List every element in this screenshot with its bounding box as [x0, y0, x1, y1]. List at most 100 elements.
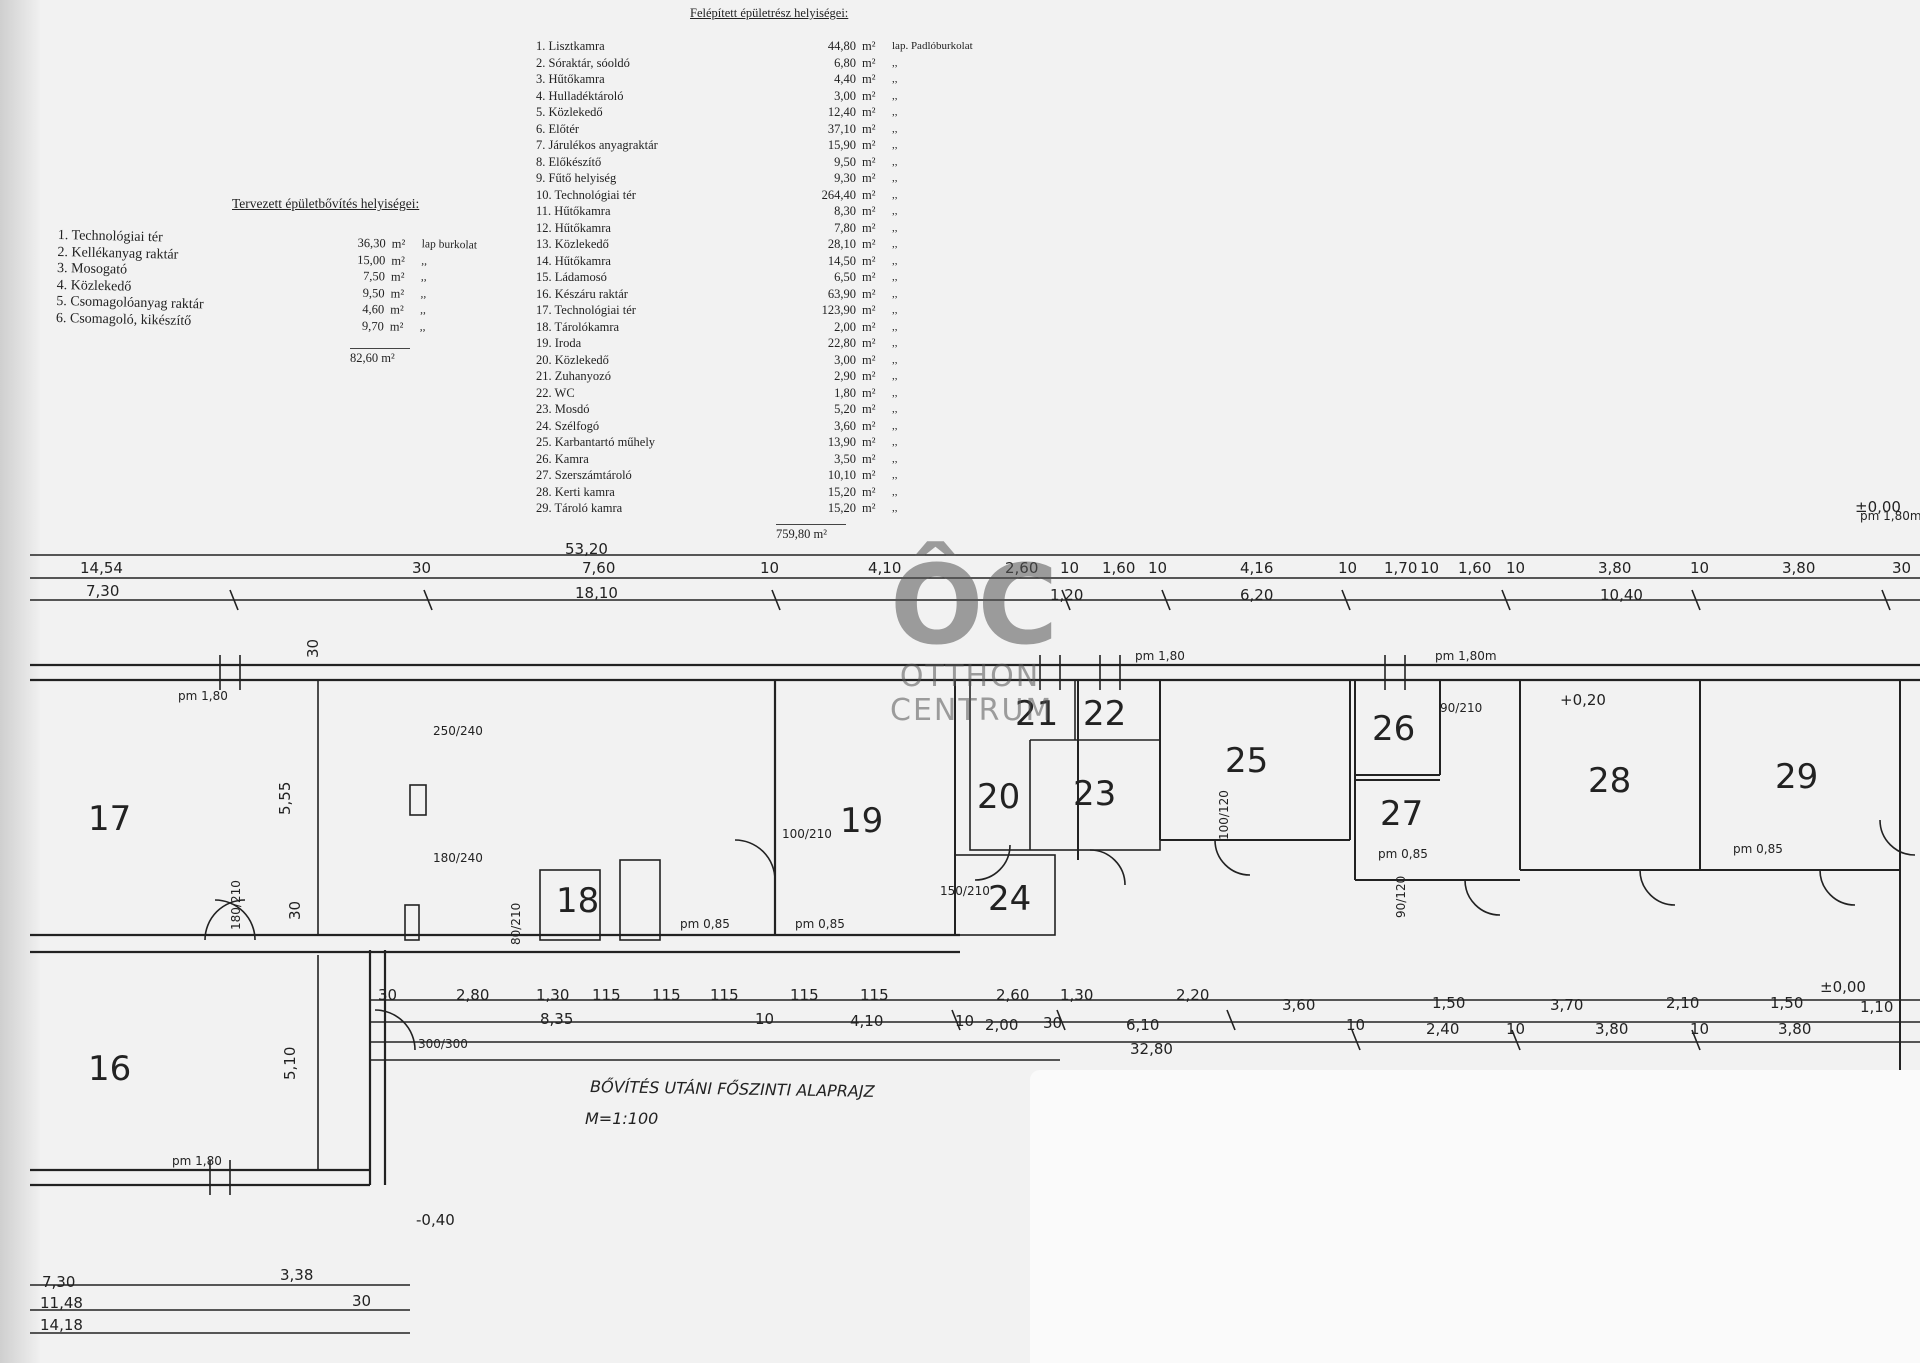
room-name: 8. Előkészítő: [536, 154, 602, 169]
room-note: ,,: [892, 485, 898, 498]
room-note: ,,: [892, 188, 898, 201]
dim: 7,60: [582, 559, 615, 577]
room-area: 9,50: [834, 154, 856, 169]
room-name: 23. Mosdó: [536, 402, 590, 416]
dim: 30: [1892, 559, 1911, 577]
parapet-label: pm 0,85: [795, 917, 845, 931]
room-note: lap. Padlóburkolat: [892, 40, 973, 52]
room-unit: m²: [862, 55, 876, 70]
room-unit: m²: [862, 435, 876, 449]
room-area: 1,80: [834, 385, 856, 400]
dim: 10: [1690, 1020, 1709, 1038]
parapet-label: pm 1,80: [178, 689, 228, 703]
room-note: ,,: [892, 73, 898, 85]
vertical-dim: 30: [304, 639, 322, 658]
room-unit: m²: [862, 253, 876, 268]
room-unit: m²: [862, 385, 876, 400]
room-area: 2,90: [834, 369, 856, 383]
dim: 1,50: [1770, 994, 1803, 1012]
dim: 4,16: [1240, 559, 1273, 577]
dim: 1,50: [1432, 994, 1465, 1012]
dim: 1,10: [1860, 998, 1893, 1016]
room-note: ,,: [892, 304, 898, 316]
room-area: 3,60: [834, 418, 856, 433]
room-note: ,,: [892, 238, 898, 250]
room-name: 10. Technológiai tér: [536, 187, 636, 202]
dim: 115: [592, 986, 621, 1004]
paper-edge: [0, 0, 40, 1363]
room-name: 26. Kamra: [536, 451, 589, 466]
room-unit: m²: [862, 105, 876, 119]
room-area: 8,30: [834, 204, 856, 218]
room-number-29: 29: [1775, 757, 1818, 797]
room-name: 21. Zuhanyozó: [536, 369, 611, 383]
door-label: 80/210: [509, 903, 523, 945]
dim: 1,70: [1384, 559, 1417, 577]
dim: 7,30: [86, 582, 119, 600]
dimension-ticks: [229, 589, 1891, 1051]
dim: 3,80: [1782, 559, 1815, 577]
room-note: ,,: [892, 436, 898, 448]
room-area: 63,90: [827, 286, 856, 301]
room-unit: m²: [862, 121, 876, 136]
dim: 10: [760, 559, 779, 577]
dim: 115: [860, 986, 889, 1004]
dim: 6,20: [1240, 586, 1273, 604]
door-label: 90/210: [1440, 701, 1482, 715]
room-area: 123,90: [821, 303, 856, 317]
room-row: 8. Előkészítő 9,50 m²,,: [536, 154, 1002, 171]
level-label: +0,20: [1560, 691, 1606, 709]
room-unit: m²: [862, 451, 876, 466]
blank-overlay-paper: [1030, 1070, 1920, 1363]
door-label: 100/210: [782, 827, 832, 841]
room-note: ,,: [892, 254, 898, 267]
dim: 10: [1338, 559, 1357, 577]
dim: 30: [412, 559, 431, 577]
room-unit: m²: [862, 468, 876, 482]
dim: 2,60: [996, 986, 1029, 1004]
dim: 10: [1506, 559, 1525, 577]
room-note: ,,: [892, 320, 898, 333]
room-note: ,,: [892, 337, 898, 349]
existing-rooms-total: 759,80 m²: [776, 524, 846, 542]
room-area: 15,20: [827, 501, 856, 515]
room-number-23: 23: [1073, 774, 1116, 814]
room-name: 14. Hűtőkamra: [536, 253, 611, 268]
room-number-19: 19: [840, 801, 883, 841]
room-name: 9. Fűtő helyiség: [536, 171, 617, 185]
dim: 1,30: [1060, 986, 1093, 1004]
room-unit: m²: [862, 303, 876, 317]
room-area: 28,10: [827, 237, 856, 251]
room-name: 11. Hűtőkamra: [536, 204, 611, 218]
room-area: 3,00: [834, 352, 856, 367]
room-unit: m²: [862, 88, 876, 103]
room-note: ,,: [892, 122, 898, 135]
room-note: ,,: [892, 386, 898, 399]
room-area: 7,80: [834, 220, 856, 235]
room-unit: m²: [862, 39, 876, 53]
room-name: 24. Szélfogó: [536, 418, 600, 433]
dim: 2,40: [1426, 1020, 1459, 1038]
watermark-logo: ÔC OTTHON CENTRUM: [890, 550, 1058, 728]
room-unit: m²: [862, 72, 876, 86]
room-area: 6,80: [834, 55, 856, 70]
door-label: 150/210: [940, 884, 990, 898]
room-area: 3,00: [834, 88, 856, 103]
room-note: ,,: [892, 155, 898, 168]
room-name: 13. Közlekedő: [536, 237, 609, 251]
overall-bottom-dimension: 32,80: [1130, 1040, 1173, 1058]
room-unit: m²: [862, 154, 876, 169]
parapet-label: pm 1,80m: [1435, 649, 1497, 663]
door-label: 90/120: [1394, 876, 1408, 918]
dim: 2,10: [1666, 994, 1699, 1012]
